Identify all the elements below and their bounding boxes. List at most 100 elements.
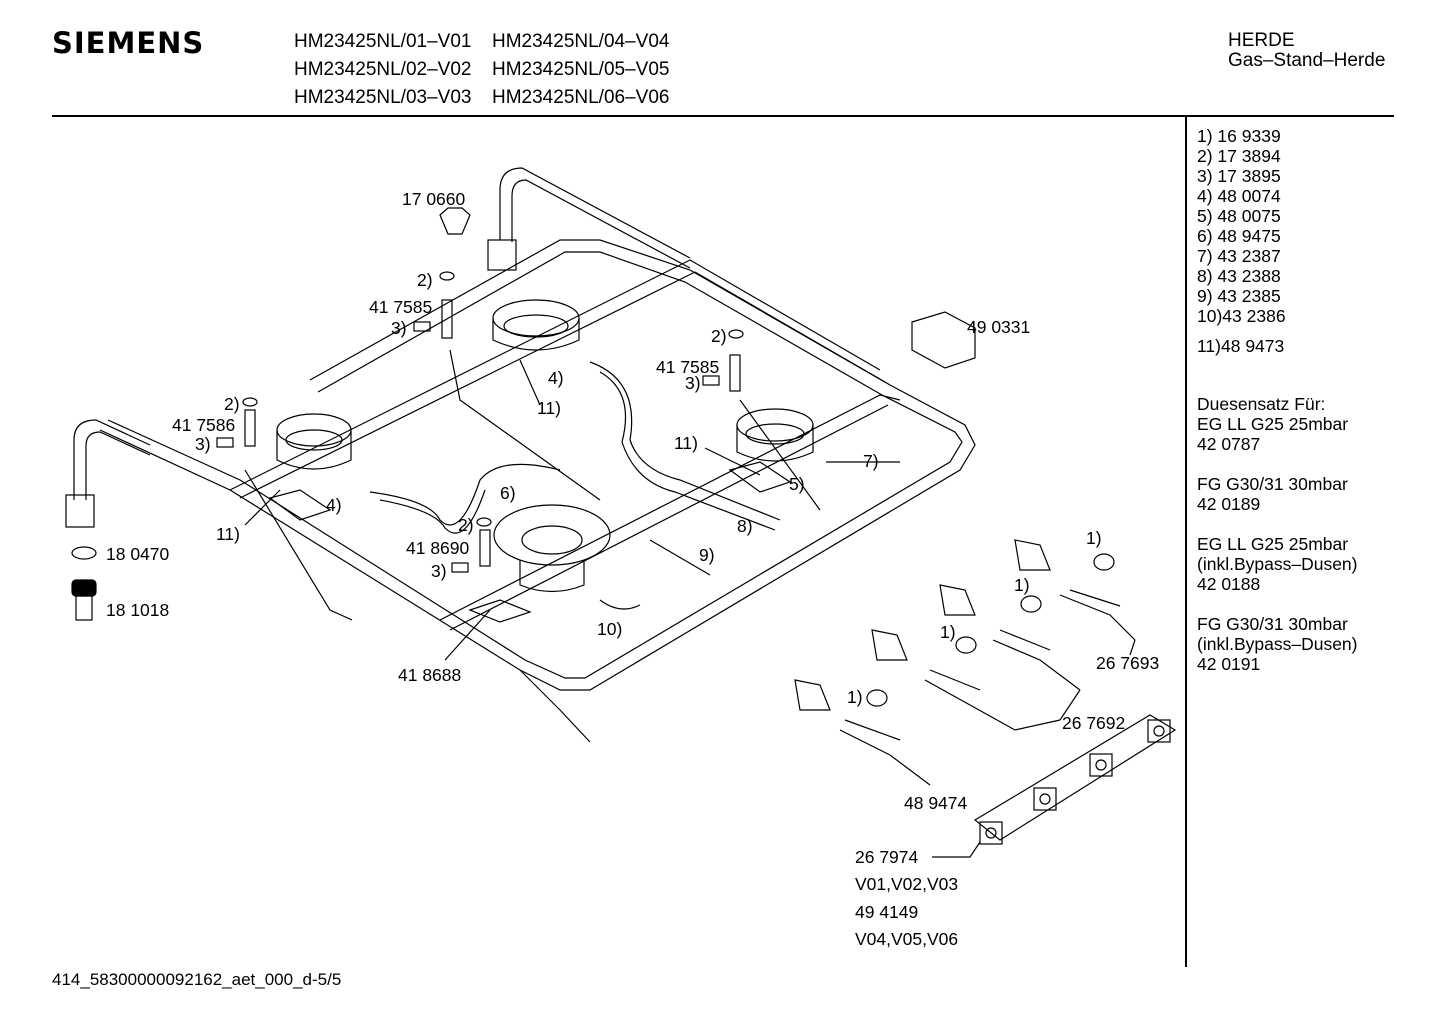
burner-left: [276, 413, 352, 470]
washer: [242, 397, 258, 407]
nozzle-set-line: EG LL G25 25mbar: [1197, 414, 1349, 434]
legend-item: 6) 48 9475: [1197, 226, 1281, 246]
ignition-wire: [519, 669, 591, 743]
nozzle-set-part: 42 0188: [1197, 574, 1261, 594]
brand-logo: SIEMENS: [52, 26, 205, 60]
model-number: HM23425NL/01–V01: [294, 31, 472, 52]
gas-tube: [599, 371, 776, 531]
model-number: HM23425NL/04–V04: [492, 31, 670, 52]
legend-item: 8) 43 2388: [1197, 266, 1281, 286]
part-label: 49 4149: [855, 902, 919, 922]
callout: 3): [195, 434, 211, 454]
part-label: 26 7692: [1062, 713, 1126, 733]
part-label: 48 9474: [904, 793, 968, 813]
callout: 4): [548, 368, 564, 388]
gas-valve: [1014, 539, 1136, 641]
ignition-electrode: [441, 299, 453, 339]
burner-rear: [492, 299, 580, 351]
gas-tube: [649, 539, 711, 576]
nozzle-set-group: FG G30/31 30mbar (inkl.Bypass–Dusen) 42 …: [1197, 614, 1357, 674]
part-label: 18 0470: [106, 544, 170, 564]
nozzle-set-line: FG G30/31 30mbar: [1197, 474, 1348, 494]
legend-item: 9) 43 2385: [1197, 286, 1281, 306]
bracket: [268, 489, 332, 521]
callout: 2): [417, 270, 433, 290]
inlet-fitting: [65, 494, 95, 528]
model-number: HM23425NL/03–V03: [294, 87, 472, 108]
switch-block: [911, 311, 976, 369]
nozzle-set-title: Duesensatz Für:: [1197, 394, 1326, 414]
callout: 6): [500, 483, 516, 503]
callout: 3): [391, 318, 407, 338]
nozzle-set-group: EG LL G25 25mbar (inkl.Bypass–Dusen) 42 …: [1197, 534, 1357, 594]
ignition-electrode: [244, 409, 256, 447]
model-number: HM23425NL/02–V02: [294, 59, 472, 80]
callout: 11): [216, 524, 240, 544]
category-subtitle: Gas–Stand–Herde: [1228, 50, 1386, 71]
part-label: 41 7586: [172, 415, 236, 435]
callout: 11): [537, 398, 561, 418]
nut: [439, 207, 471, 235]
callout: 2): [224, 394, 240, 414]
version-label: V04,V05,V06: [855, 929, 959, 949]
callout: 7): [863, 451, 879, 471]
nozzle-set-group: FG G30/31 30mbar 42 0189: [1197, 474, 1357, 514]
leader-line: [244, 489, 281, 526]
part-label: 41 7585: [656, 357, 720, 377]
valve-rail: [973, 714, 1177, 845]
gas-tube: [369, 463, 561, 526]
part-label: 18 1018: [106, 600, 170, 620]
part-label: 26 7693: [1096, 653, 1160, 673]
gas-valve: [871, 629, 1016, 731]
part-label: 26 7974: [855, 847, 919, 867]
washer: [728, 329, 744, 339]
header-divider: [52, 115, 1394, 117]
gas-valve: [794, 679, 931, 786]
wok-burner: [493, 504, 611, 593]
gas-tube: [589, 361, 781, 521]
ignition-electrode: [479, 529, 491, 567]
seal: [451, 562, 469, 573]
part-label: 41 7585: [369, 297, 433, 317]
callout: 2): [711, 326, 727, 346]
version-label: V01,V02,V03: [855, 874, 959, 894]
callout: 1): [1086, 528, 1102, 548]
callout: 1): [847, 687, 863, 707]
legend-item: 5) 48 0075: [1197, 206, 1281, 226]
legend-item: 7) 43 2387: [1197, 246, 1281, 266]
callout: 2): [458, 515, 474, 535]
ignition-wire: [244, 469, 353, 621]
nozzle-set-part: 42 0191: [1197, 654, 1261, 674]
inlet-fitting: [487, 239, 517, 271]
washer: [439, 271, 455, 281]
legend-divider: [1185, 117, 1187, 967]
bracket: [468, 599, 532, 623]
nozzle-set-line: (inkl.Bypass–Dusen): [1197, 634, 1358, 654]
callout: 5): [789, 474, 805, 494]
leader-line: [1014, 689, 1081, 731]
leader-line: [444, 609, 491, 661]
leader-line: [932, 841, 981, 858]
legend-item: 2) 17 3894: [1197, 146, 1281, 166]
callout: 1): [1014, 575, 1030, 595]
nozzle-set-part: 42 0189: [1197, 494, 1261, 514]
model-number: HM23425NL/05–V05: [492, 59, 670, 80]
model-number: HM23425NL/06–V06: [492, 87, 670, 108]
gas-tube: [379, 489, 486, 534]
gas-valve: [939, 584, 1081, 691]
part-label: 49 0331: [967, 317, 1031, 337]
legend-item: 11)48 9473: [1197, 336, 1285, 356]
nozzle-set-line: EG LL G25 25mbar: [1197, 534, 1349, 554]
callout: 9): [699, 545, 715, 565]
nozzle-sets: Duesensatz Für: EG LL G25 25mbar 42 0787…: [1197, 394, 1357, 694]
callout: 8): [737, 516, 753, 536]
ignition-electrode: [729, 354, 741, 392]
seal: [216, 437, 234, 448]
leader-line: [519, 359, 541, 406]
thermo-wire: [599, 599, 641, 610]
legend-item: 3) 17 3895: [1197, 166, 1281, 186]
legend-item: 4) 48 0074: [1197, 186, 1281, 206]
bracket: [728, 461, 792, 493]
document-footer: 414_58300000092162_aet_000_d-5/5: [52, 970, 342, 989]
